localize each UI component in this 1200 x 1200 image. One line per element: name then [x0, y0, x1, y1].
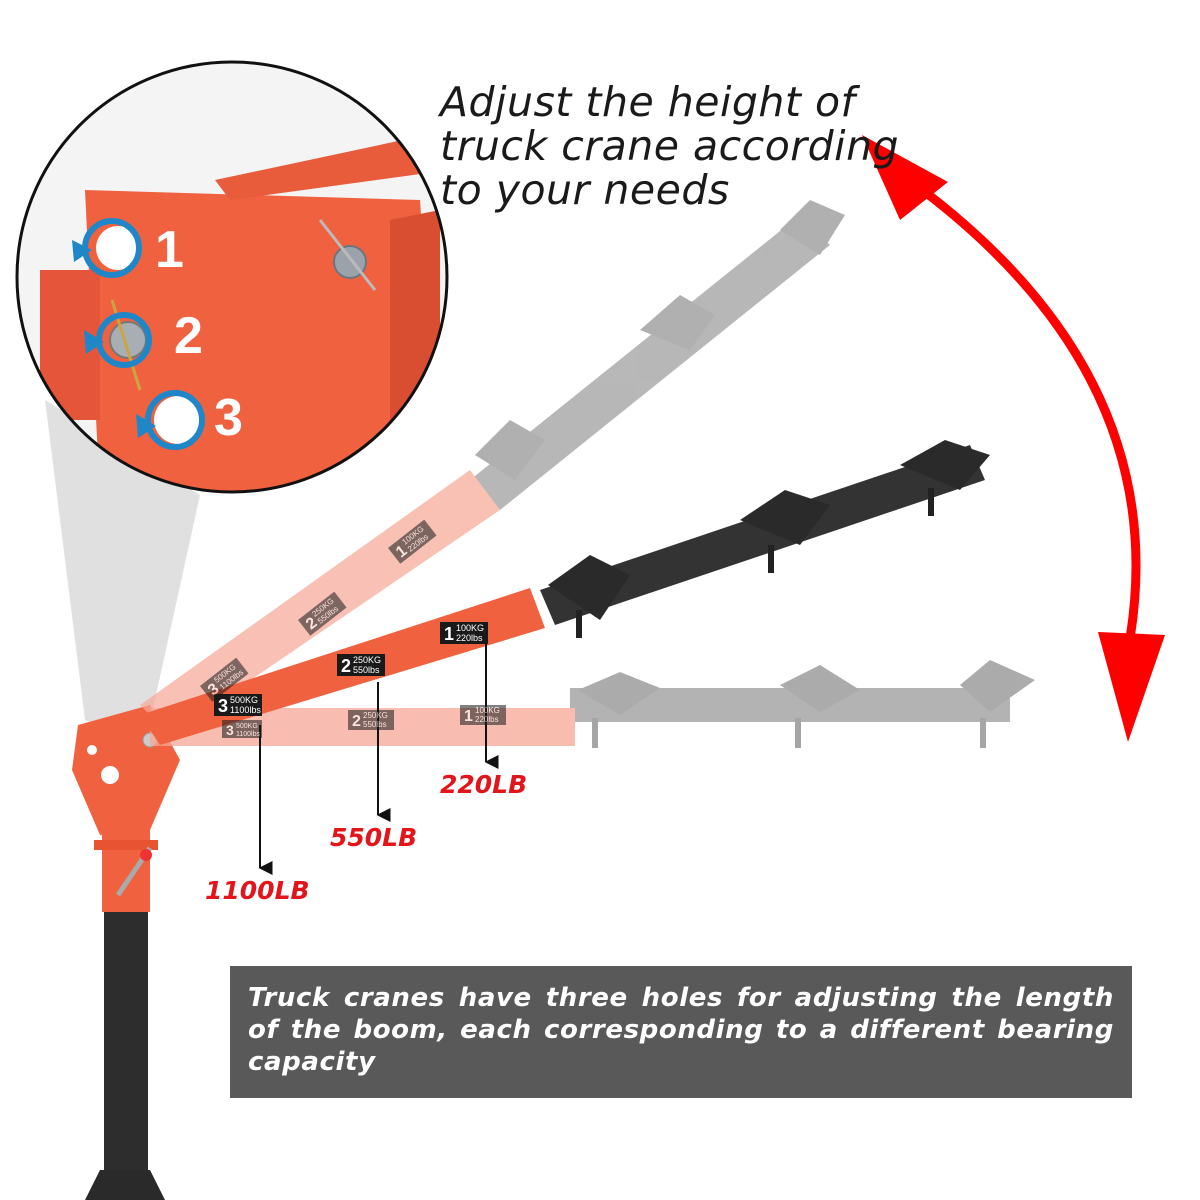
svg-text:2: 2 [341, 656, 351, 676]
hole-number-3: 3 [214, 389, 243, 447]
post-collar [102, 820, 150, 912]
caption-text: Truck cranes have three holes for adjust… [248, 983, 1114, 1077]
svg-text:250KG: 250KG [353, 655, 381, 665]
svg-text:1100lbs: 1100lbs [230, 705, 261, 715]
svg-text:500KG: 500KG [236, 723, 258, 730]
zoom-inset [15, 60, 449, 494]
boom-stickers: 1 100KG 220lbs 2 250KG 550lbs 3 500KG 11… [200, 519, 506, 738]
svg-text:2: 2 [352, 713, 361, 730]
headline-line: Adjust the height of [440, 78, 856, 126]
svg-text:220lbs: 220lbs [475, 715, 499, 724]
headline-line: truck crane according [440, 122, 900, 170]
adjust-arrow-icon [892, 166, 1141, 651]
headline: Adjust the height of truck crane accordi… [440, 78, 900, 214]
svg-text:1: 1 [444, 624, 454, 644]
capacity-label-550: 550LB [330, 823, 418, 852]
capacity-label-220: 220LB [440, 770, 528, 799]
crane-post [104, 900, 148, 1200]
svg-text:1: 1 [464, 708, 473, 725]
svg-text:250KG: 250KG [363, 711, 388, 720]
capacity-label-1100: 1100LB [205, 876, 310, 905]
svg-text:3: 3 [226, 722, 234, 738]
svg-text:550lbs: 550lbs [363, 720, 387, 729]
headline-line: to your needs [440, 166, 730, 214]
svg-text:100KG: 100KG [456, 623, 484, 633]
hole-number-2: 2 [174, 307, 203, 365]
svg-text:1100lbs: 1100lbs [236, 731, 261, 738]
svg-text:500KG: 500KG [230, 695, 258, 705]
svg-text:550lbs: 550lbs [353, 665, 380, 675]
zoom-projection [45, 400, 200, 745]
svg-text:3: 3 [218, 696, 228, 716]
caption-box: Truck cranes have three holes for adjust… [230, 966, 1132, 1098]
svg-text:220lbs: 220lbs [456, 633, 483, 643]
hole-number-1: 1 [155, 221, 184, 279]
svg-text:100KG: 100KG [475, 706, 500, 715]
